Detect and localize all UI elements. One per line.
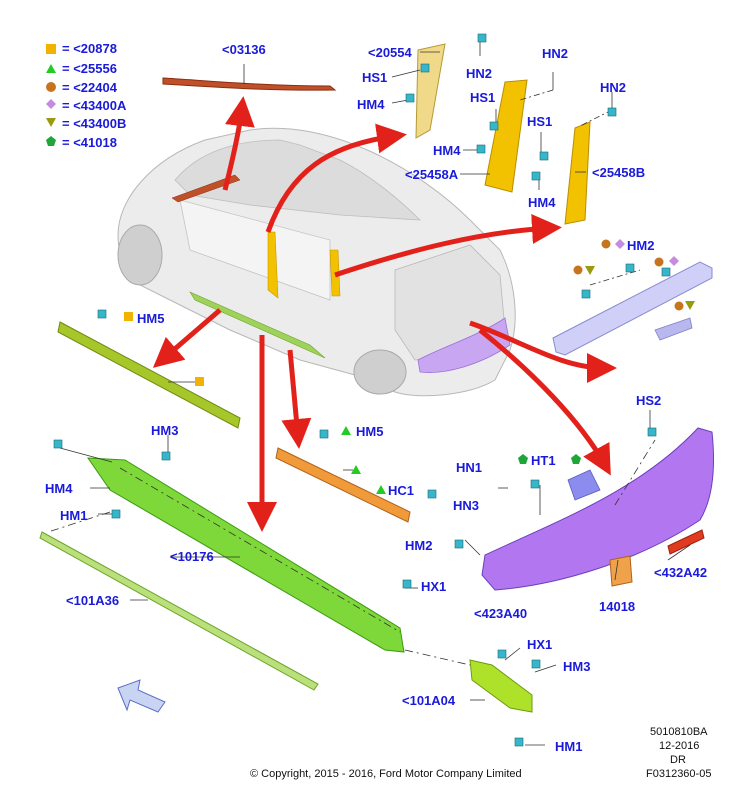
legend-symbols xyxy=(46,44,56,146)
legend-item-41018: = <41018 xyxy=(62,135,117,150)
label-hm5-left: HM5 xyxy=(137,311,165,326)
sill-end-part xyxy=(469,659,533,713)
label-hm2-bumper: HM2 xyxy=(405,538,433,553)
meta-date: 12-2016 xyxy=(659,740,700,752)
label-hn3: HN3 xyxy=(453,498,480,513)
main-sill-part xyxy=(87,457,405,653)
meta-ref: F0312360-05 xyxy=(646,768,712,780)
label-sill-strip: <101A36 xyxy=(66,593,120,608)
pointer-arrows xyxy=(152,96,617,532)
label-hm3-end: HM3 xyxy=(563,659,591,674)
clip-fasteners xyxy=(53,33,671,747)
bracket-part xyxy=(609,555,633,587)
label-main-sill: <10176 xyxy=(170,549,214,564)
label-hx1-b: HX1 xyxy=(527,637,553,652)
label-bumper: <423A40 xyxy=(474,606,528,621)
front-direction-arrow xyxy=(117,679,166,713)
reflector-part xyxy=(667,529,705,555)
label-rear-pillar: <25458B xyxy=(592,165,646,180)
roof-strip-part xyxy=(162,77,337,91)
label-hm4-sill: HM4 xyxy=(45,481,73,496)
legend-item-25556: = <25556 xyxy=(62,61,117,76)
car-body xyxy=(117,127,516,397)
symbol-markers xyxy=(124,239,695,494)
label-roof-strip: <03136 xyxy=(222,42,266,57)
label-hm1-sill: HM1 xyxy=(60,508,88,523)
label-hs1-b: HS1 xyxy=(470,90,496,105)
label-ht1: HT1 xyxy=(531,453,556,468)
label-hs2: HS2 xyxy=(636,393,662,408)
label-hx1-a: HX1 xyxy=(421,579,447,594)
legend-item-43400b: = <43400B xyxy=(62,116,127,131)
label-hn1: HN1 xyxy=(456,460,483,475)
label-hm4-c: HM4 xyxy=(528,195,556,210)
label-hc1: HC1 xyxy=(388,483,415,498)
label-hm3-sill: HM3 xyxy=(151,423,179,438)
legend-item-43400a: = <43400A xyxy=(62,98,127,113)
label-hm4-a: HM4 xyxy=(357,97,385,112)
label-hm1-end: HM1 xyxy=(555,739,583,754)
label-front-pillar: <20554 xyxy=(368,45,412,60)
sill-long-strip-part xyxy=(39,531,319,691)
label-hm5-mid: HM5 xyxy=(356,424,384,439)
legend-item-22404: = <22404 xyxy=(62,80,117,95)
label-reflector: <432A42 xyxy=(654,565,708,580)
legend-item-20878: = <20878 xyxy=(62,41,117,56)
left-sill-trim-part xyxy=(57,321,241,429)
rear-bumper-part xyxy=(481,427,714,591)
label-bracket: 14018 xyxy=(599,599,636,614)
orange-sill-strip-part xyxy=(275,447,411,523)
rear-spoiler-part xyxy=(552,261,713,356)
label-sill-end: <101A04 xyxy=(402,693,456,708)
rear-pillar-part xyxy=(564,121,591,225)
label-hm4-b: HM4 xyxy=(433,143,461,158)
label-hs1-a: HS1 xyxy=(362,70,388,85)
meta-dr: DR xyxy=(670,754,686,766)
mid-pillar-part xyxy=(484,79,528,193)
copyright: © Copyright, 2015 - 2016, Ford Motor Com… xyxy=(250,768,522,780)
label-hn2-b: HN2 xyxy=(542,46,569,61)
label-hn2-a: HN2 xyxy=(466,66,493,81)
label-hm2-rear: HM2 xyxy=(627,238,655,253)
label-hn2-c: HN2 xyxy=(600,80,627,95)
label-mid-pillar: <25458A xyxy=(405,167,459,182)
label-hs1-c: HS1 xyxy=(527,114,553,129)
meta-code: 5010810BA xyxy=(650,726,708,738)
front-pillar-part xyxy=(415,43,446,139)
